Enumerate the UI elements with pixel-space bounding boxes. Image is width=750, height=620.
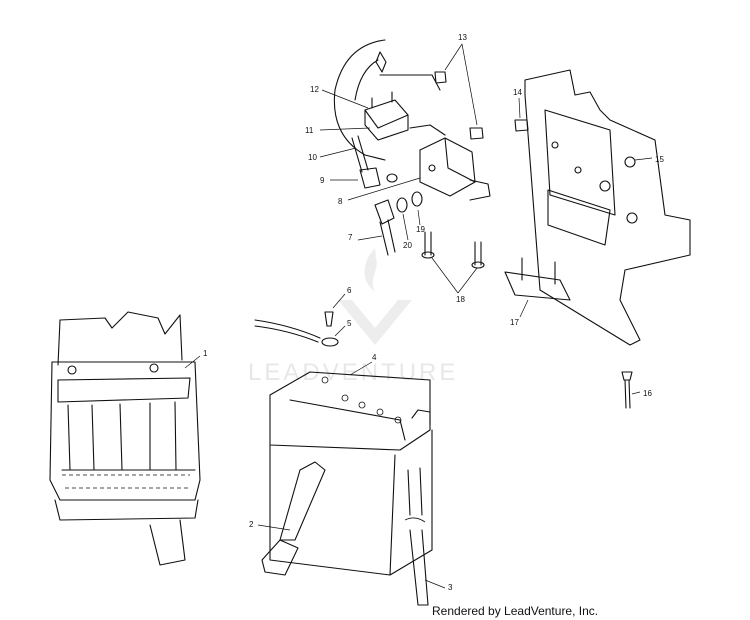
leadventure-watermark-logo: LEADVENTURE xyxy=(248,248,458,386)
hold-down-strap xyxy=(261,461,326,576)
callout-10: 10 xyxy=(308,153,317,162)
callout-17: 17 xyxy=(510,318,519,327)
bolt-16 xyxy=(621,371,633,409)
battery xyxy=(269,371,433,576)
callout-8: 8 xyxy=(338,197,343,206)
callout-14: 14 xyxy=(513,88,522,97)
callout-16: 16 xyxy=(643,389,652,398)
relay-connector xyxy=(364,91,409,141)
callout-1: 1 xyxy=(203,349,208,358)
callout-15: 15 xyxy=(655,155,664,164)
callout-11: 11 xyxy=(305,126,314,135)
callout-19: 19 xyxy=(416,225,425,234)
callout-20: 20 xyxy=(403,241,412,250)
terminal-boot xyxy=(351,135,381,189)
callout-2: 2 xyxy=(249,520,254,529)
hardware xyxy=(386,71,529,269)
callout-5: 5 xyxy=(347,319,352,328)
bracket-plate xyxy=(504,257,571,301)
callout-6: 6 xyxy=(347,286,352,295)
render-credit: Rendered by LeadVenture, Inc. xyxy=(432,604,599,618)
vent-tube xyxy=(404,467,429,606)
solenoid-bracket xyxy=(524,69,691,346)
callout-7: 7 xyxy=(348,233,353,242)
terminal-cap xyxy=(374,199,396,256)
callout-18: 18 xyxy=(456,295,465,304)
watermark-text: LEADVENTURE xyxy=(248,359,458,386)
battery-cable xyxy=(254,311,339,347)
callout-3: 3 xyxy=(448,583,453,592)
callout-9: 9 xyxy=(320,176,325,185)
callout-4: 4 xyxy=(372,353,377,362)
wire-harness xyxy=(333,39,446,161)
leader-lines xyxy=(184,43,653,589)
battery-box xyxy=(49,311,201,566)
callout-labels: 1 2 3 4 5 6 7 8 9 10 11 12 13 14 15 16 1… xyxy=(203,33,664,592)
solenoid xyxy=(419,137,491,201)
callout-12: 12 xyxy=(310,85,319,94)
callout-13: 13 xyxy=(458,33,467,42)
